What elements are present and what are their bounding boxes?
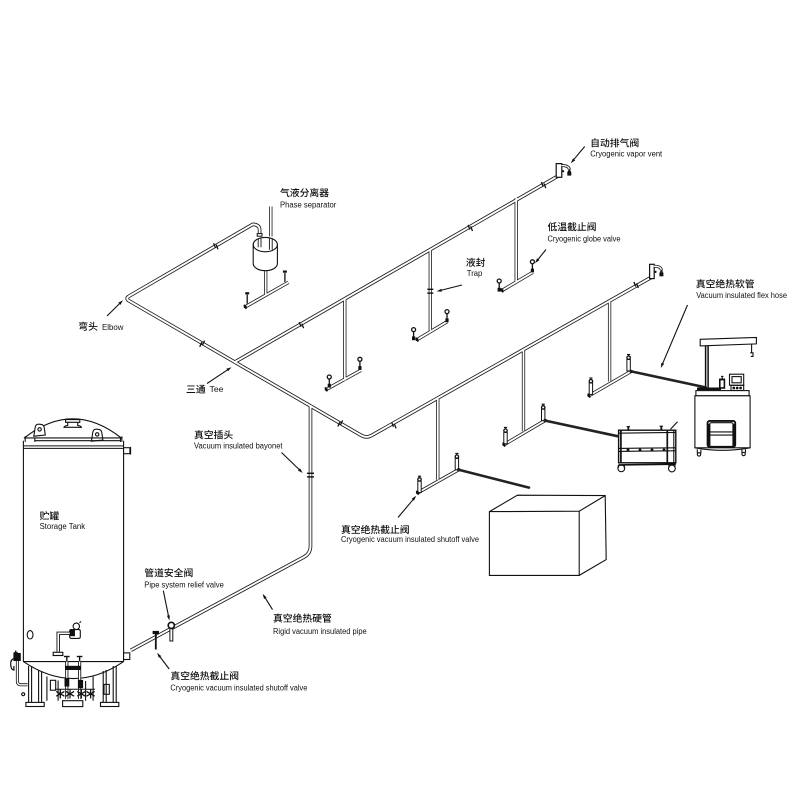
svg-text:Rigid vacuum insulated pipe: Rigid vacuum insulated pipe: [273, 627, 367, 636]
svg-text:Pipe system relief valve: Pipe system relief valve: [144, 580, 224, 589]
svg-text:Cryogenic vapor vent: Cryogenic vapor vent: [590, 149, 663, 158]
svg-text:Tee: Tee: [210, 385, 224, 394]
svg-text:Phase separator: Phase separator: [280, 200, 337, 209]
svg-text:Cryogenic globe valve: Cryogenic globe valve: [548, 234, 621, 243]
svg-text:Vacuum insulated bayonet: Vacuum insulated bayonet: [194, 442, 283, 451]
svg-text:Storage Tank: Storage Tank: [40, 522, 86, 531]
svg-text:Elbow: Elbow: [102, 323, 124, 332]
svg-text:Trap: Trap: [467, 269, 483, 278]
svg-text:Cryogenic vacuum insulated shu: Cryogenic vacuum insulated shutoff valve: [341, 535, 479, 544]
svg-text:Cryogenic vacuum insulated shu: Cryogenic vacuum insulated shutoff valve: [170, 683, 307, 692]
svg-text:Vacuum insulated flex hose: Vacuum insulated flex hose: [696, 291, 787, 300]
